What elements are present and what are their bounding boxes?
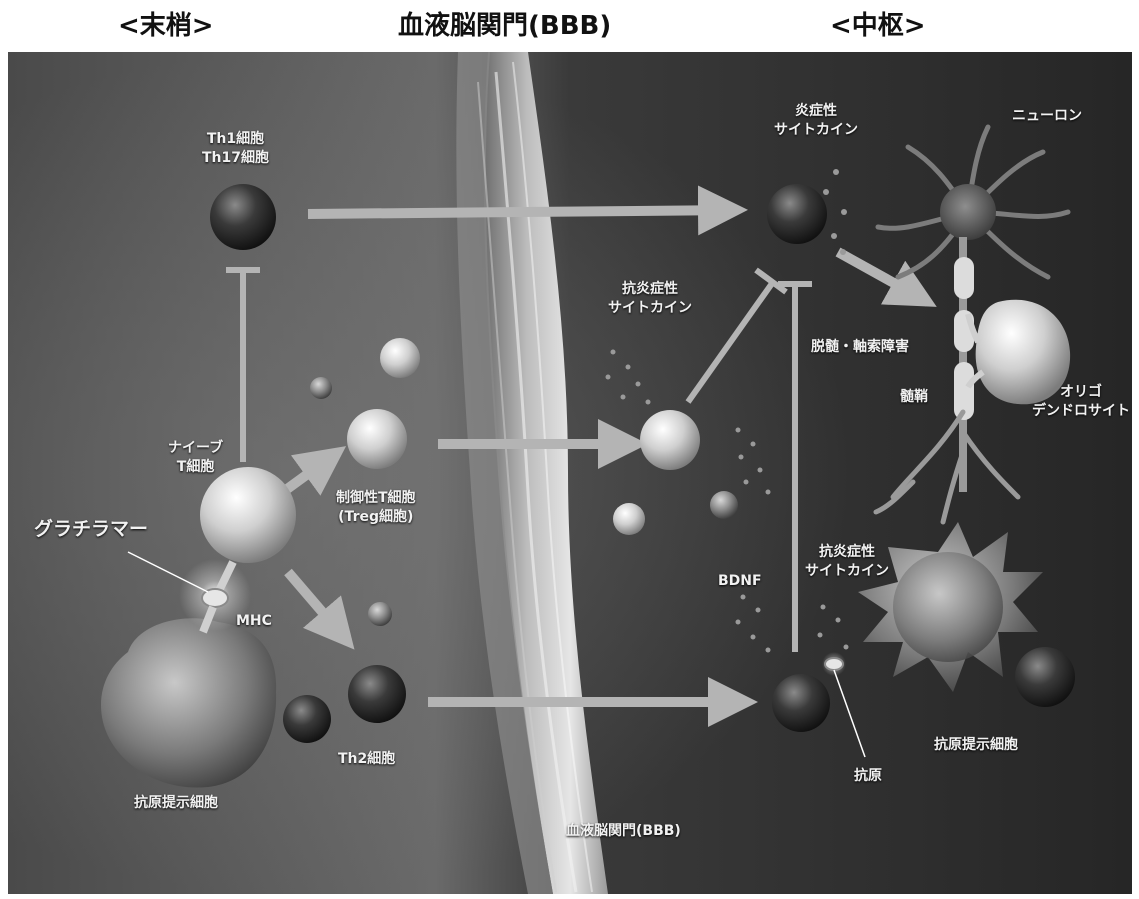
label-oligodendrocyte: オリゴ デンドロサイト	[1032, 383, 1130, 421]
label-inflammatory: 炎症性	[774, 102, 858, 121]
label-oligo: オリゴ	[1032, 383, 1130, 402]
header-periphery: <末梢>	[118, 8, 214, 44]
small-dark-cell-2	[368, 602, 392, 626]
label-anti-inflammatory-cytokine-bottom: 抗炎症性 サイトカイン	[805, 543, 889, 581]
label-th17: Th17細胞	[202, 149, 269, 168]
label-cytokine-top: サイトカイン	[608, 299, 692, 318]
illustration-panel: Th1細胞 Th17細胞 ナイーブ T細胞 グラチラマー MHC 制御性T細胞 …	[8, 52, 1132, 894]
th1-cell	[210, 184, 276, 250]
label-treg: 制御性T細胞 (Treg細胞)	[336, 489, 416, 527]
label-t-cell: T細胞	[168, 458, 223, 477]
th2-cell	[348, 665, 406, 723]
label-th2: Th2細胞	[338, 750, 395, 769]
label-cytokine: サイトカイン	[774, 121, 858, 140]
label-naive-t: ナイーブ T細胞	[168, 439, 223, 477]
label-apc-left: 抗原提示細胞	[134, 794, 218, 813]
label-myelin: 髄鞘	[900, 388, 928, 407]
label-inflammatory-cytokine: 炎症性 サイトカイン	[774, 102, 858, 140]
label-dendrocyte: デンドロサイト	[1032, 402, 1130, 421]
small-dark-cell-3	[283, 695, 331, 743]
header-central: <中枢>	[830, 8, 926, 44]
small-light-cell	[380, 338, 420, 378]
label-neuron: ニューロン	[1012, 107, 1082, 126]
antigen-complex	[825, 658, 843, 670]
myelin-segment-1	[954, 257, 974, 299]
label-mhc: MHC	[236, 612, 272, 631]
label-bbb-bottom: 血液脳関門(BBB)	[566, 822, 681, 841]
label-antigen: 抗原	[854, 767, 882, 786]
label-treg-name: 制御性T細胞	[336, 489, 416, 508]
dark-cell-right	[1015, 647, 1075, 707]
small-mid-cell	[310, 377, 332, 399]
small-light-cell-cns	[613, 503, 645, 535]
label-naive: ナイーブ	[168, 439, 223, 458]
small-mid-cell-cns	[710, 491, 738, 519]
th1-cell-cns	[767, 184, 827, 244]
th2-cell-cns	[772, 674, 830, 732]
label-anti-inflammatory-cytokine-top: 抗炎症性 サイトカイン	[608, 280, 692, 318]
label-anti-inflammatory-top: 抗炎症性	[608, 280, 692, 299]
treg-cell-cns	[640, 410, 700, 470]
label-bdnf: BDNF	[718, 572, 762, 591]
label-th1-th17: Th1細胞 Th17細胞	[202, 130, 269, 168]
label-apc-right: 抗原提示細胞	[934, 736, 1018, 755]
label-glatiramer: グラチラマー	[34, 517, 148, 541]
label-demyelination: 脱髄・軸索障害	[811, 338, 909, 357]
label-th1: Th1細胞	[202, 130, 269, 149]
label-anti-inflammatory-bottom: 抗炎症性	[805, 543, 889, 562]
header-bbb: 血液脳関門(BBB)	[398, 8, 611, 44]
naive-t-cell	[200, 467, 296, 563]
label-treg-sub: (Treg細胞)	[336, 508, 416, 527]
treg-cell	[347, 409, 407, 469]
label-cytokine-bottom: サイトカイン	[805, 562, 889, 581]
arrow-th1-to-cns	[308, 210, 738, 214]
